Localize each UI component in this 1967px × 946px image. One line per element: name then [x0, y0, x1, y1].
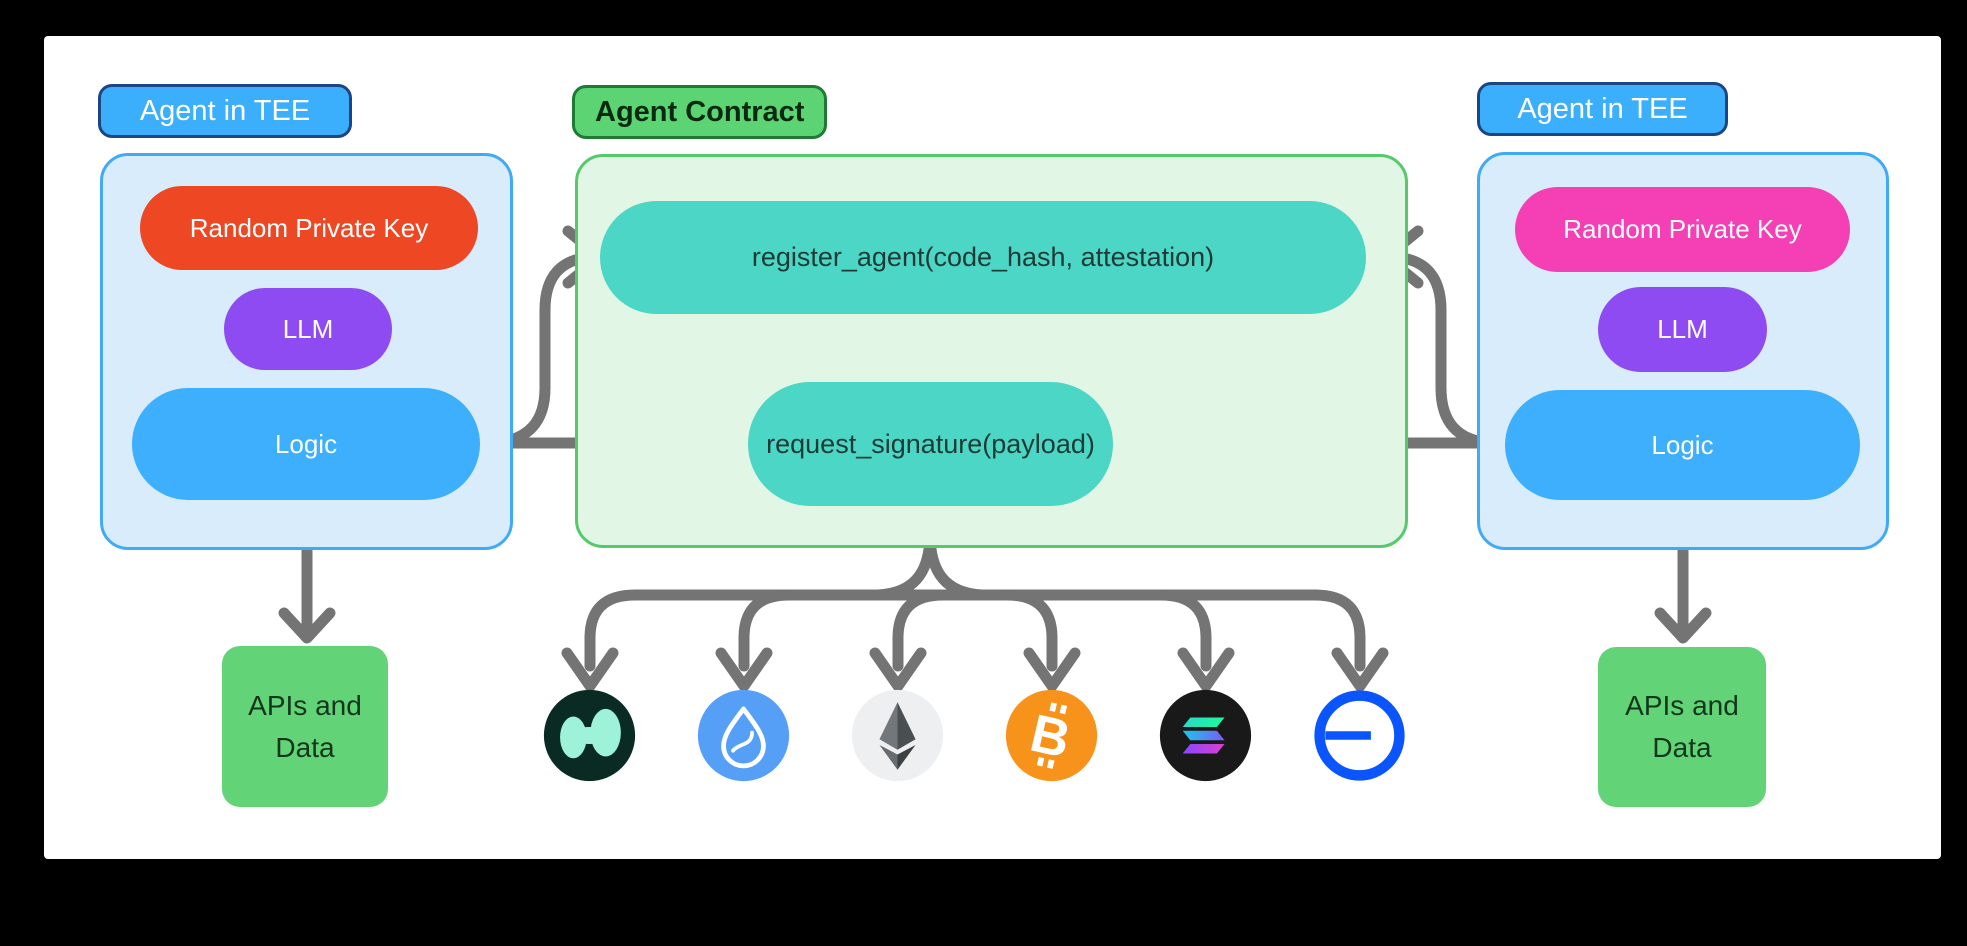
- left-apis-data-label: APIs and Data: [248, 689, 362, 763]
- sui-icon: [696, 688, 791, 783]
- right-apis-data-label: APIs and Data: [1625, 690, 1739, 763]
- ethereum-icon: [850, 688, 945, 783]
- request-signature-function-pill: request_signature(payload): [748, 382, 1113, 506]
- right-apis-data-box: APIs and Data: [1598, 647, 1766, 807]
- base-icon: [1312, 688, 1407, 783]
- right-random-private-key-pill: Random Private Key: [1515, 187, 1850, 272]
- left-llm-pill: LLM: [224, 288, 392, 370]
- left-apis-data-box: APIs and Data: [222, 646, 388, 807]
- hyperliquid-icon: [542, 688, 637, 783]
- left-logic-pill: Logic: [132, 388, 480, 500]
- right-logic-pill: Logic: [1505, 390, 1860, 500]
- diagram-canvas: Agent in TEE Random Private Key LLM Logi…: [44, 36, 1941, 859]
- register-agent-function-pill: register_agent(code_hash, attestation): [600, 201, 1366, 314]
- right-llm-pill: LLM: [1598, 287, 1767, 372]
- solana-icon: [1158, 688, 1253, 783]
- left-random-private-key-pill: Random Private Key: [140, 186, 478, 270]
- agent-contract-badge: Agent Contract: [572, 85, 828, 139]
- left-agent-tee-badge: Agent in TEE: [98, 84, 352, 138]
- bitcoin-icon: B: [1004, 688, 1099, 783]
- right-agent-tee-badge: Agent in TEE: [1477, 82, 1728, 136]
- arrow-right-to-register: [1388, 251, 1496, 449]
